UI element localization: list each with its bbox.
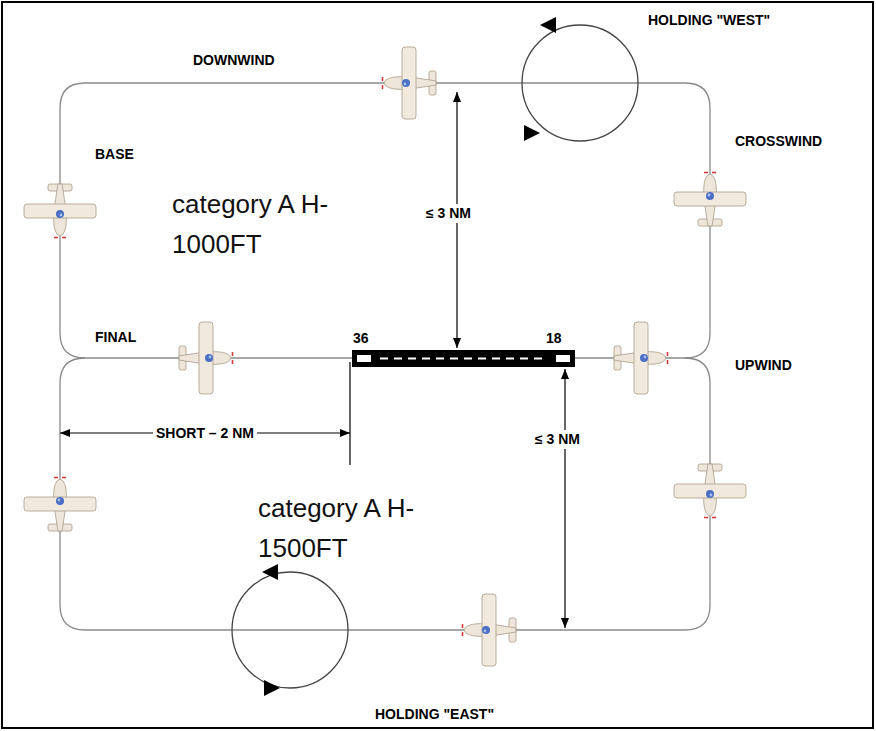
airplane-icon [383,47,437,119]
runway-number: 18 [546,330,562,347]
holding-name: HOLDING "WEST" [648,12,770,29]
airplane-icon [674,173,746,227]
category-note: category A H-1000FT [172,184,337,264]
pattern-east [60,358,710,630]
runway-centerline [380,358,548,360]
holding-arrowhead [524,125,540,141]
airplane-icon [179,322,233,394]
airplane-icon [674,464,746,518]
holding-arrowhead [262,564,278,580]
airplane-icon [463,594,517,666]
runway [352,350,575,367]
dimension-label: ≤ 3 NM [423,204,474,223]
pattern-west [60,83,710,358]
holding-name: HOLDING "EAST" [375,706,494,723]
leg-name: CROSSWIND [735,133,822,150]
dimension-line [564,369,565,628]
holding-arrowhead [264,680,280,696]
dimension-label: SHORT – 2 NM [153,424,257,443]
airplane-icon [614,322,668,394]
holding-circle [522,25,638,141]
runway-centerline-track [85,357,685,358]
category-note: category A H-1500FT [258,488,423,568]
holding-arrowhead [540,17,556,33]
dimension-tick [349,362,350,465]
leg-name: DOWNWIND [193,52,275,69]
holding-circle [232,572,348,688]
runway-threshold [556,355,570,362]
dimension-label: ≤ 3 NM [532,430,583,449]
runway-threshold [357,355,371,362]
leg-name: BASE [95,146,134,163]
airplane-icon [24,478,96,532]
airplane-icon [24,184,96,238]
leg-name: UPWIND [735,357,792,374]
leg-name: FINAL [95,329,136,346]
runway-number: 36 [353,330,369,347]
